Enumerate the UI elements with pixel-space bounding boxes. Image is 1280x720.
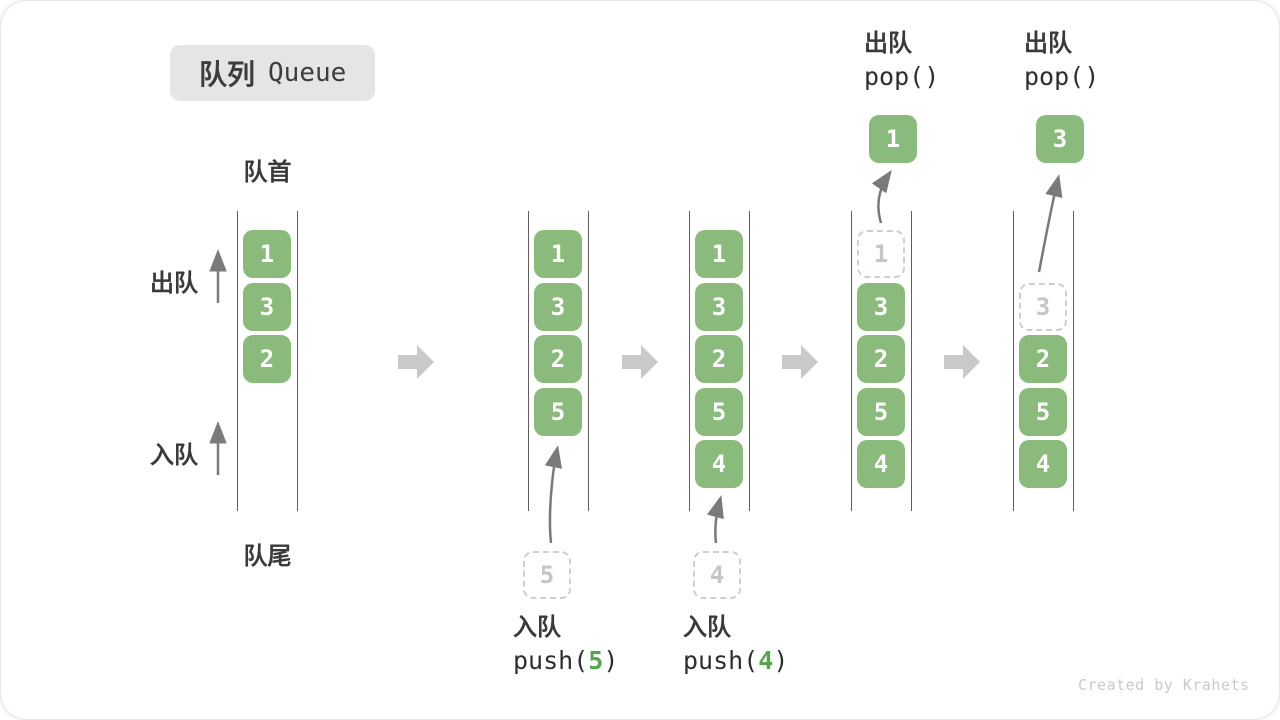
- enqueue-annotation-code: push(5): [513, 644, 618, 678]
- code-text: ): [603, 646, 619, 675]
- queue-element: 3: [695, 282, 743, 331]
- code-arg: 5: [588, 646, 604, 675]
- code-arg: 4: [758, 646, 774, 675]
- enqueue-annotation: 入队 push(5): [513, 612, 618, 678]
- transition-arrow-icon: [944, 345, 980, 379]
- queue-element: 2: [695, 335, 743, 383]
- queue-rear-label: 队尾: [243, 543, 292, 570]
- dequeue-annotation-code: pop(): [864, 62, 940, 91]
- enqueue-direction-label: 入队: [150, 442, 198, 469]
- enqueue-annotation-code: push(4): [683, 644, 788, 678]
- transition-arrow-icon: [622, 345, 658, 379]
- queue-element: 2: [857, 335, 905, 383]
- queue-element: 5: [695, 387, 743, 436]
- transition-arrow-icon: [398, 345, 434, 379]
- incoming-element-ghost: 5: [523, 551, 571, 599]
- popped-element: 1: [869, 115, 917, 163]
- dequeue-annotation: 出队 pop(): [1024, 28, 1099, 94]
- queue-element: 1: [243, 230, 291, 278]
- title-english: Queue: [268, 58, 347, 88]
- dequeue-annotation: 出队 pop(): [864, 28, 939, 94]
- popped-element: 3: [1036, 115, 1084, 163]
- queue-element: 1: [695, 230, 743, 278]
- queue-element-ghost: 3: [1019, 282, 1067, 331]
- queue-element: 4: [1019, 440, 1067, 488]
- queue-element: 2: [1019, 335, 1067, 383]
- enqueue-annotation-label: 入队: [513, 614, 561, 641]
- incoming-element-ghost: 4: [693, 551, 741, 599]
- enqueue-annotation-label: 入队: [683, 614, 731, 641]
- queue-element: 4: [857, 440, 905, 488]
- title-chinese: 队列: [199, 59, 256, 90]
- queue-element: 3: [243, 282, 291, 331]
- queue-front-label: 队首: [243, 159, 292, 186]
- queue-element: 3: [857, 282, 905, 331]
- dequeue-annotation-code: pop(): [1024, 62, 1100, 91]
- queue-element: 5: [857, 387, 905, 436]
- dequeue-annotation-label: 出队: [1024, 30, 1072, 57]
- code-text: push(: [513, 646, 589, 675]
- watermark: Created by Krahets: [1078, 676, 1250, 694]
- queue-element: 3: [534, 282, 582, 331]
- queue-element: 1: [534, 230, 582, 278]
- code-text: push(: [683, 646, 759, 675]
- title-badge: 队列 Queue: [170, 45, 376, 101]
- queue-element: 4: [695, 440, 743, 488]
- transition-arrow-icon: [782, 345, 818, 379]
- queue-element-ghost: 1: [857, 230, 905, 278]
- queue-element: 5: [534, 387, 582, 436]
- code-text: ): [773, 646, 789, 675]
- dequeue-direction-label: 出队: [150, 270, 198, 297]
- enqueue-annotation: 入队 push(4): [683, 612, 788, 678]
- dequeue-annotation-label: 出队: [864, 30, 912, 57]
- queue-element: 2: [534, 335, 582, 383]
- queue-element: 2: [243, 335, 291, 383]
- queue-element: 5: [1019, 387, 1067, 436]
